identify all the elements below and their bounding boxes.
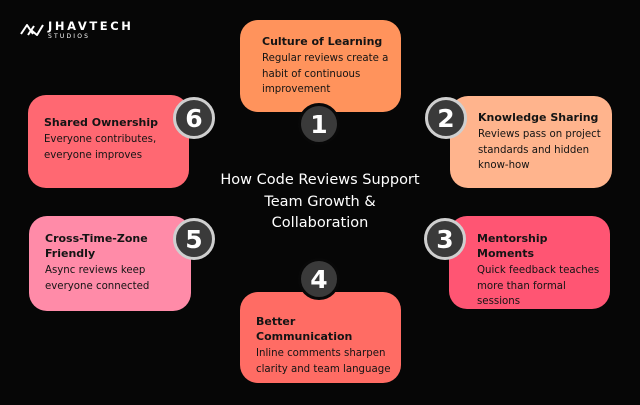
card-description: Inline comments sharpen clarity and team… — [256, 348, 391, 375]
number-badge-6: 6 — [173, 97, 215, 139]
number-badge-1: 1 — [298, 103, 340, 145]
center-title: How Code Reviews Support Team Growth & C… — [220, 172, 420, 231]
brand-logo: JHAVTECH STUDIOS — [20, 19, 134, 40]
number-badge-2: 2 — [425, 97, 467, 139]
card-shared-ownership: Shared Ownership Everyone contributes, e… — [28, 95, 189, 188]
card-title: Knowledge Sharing — [478, 111, 599, 124]
number-badge-4: 4 — [298, 258, 340, 300]
number-badge-5: 5 — [173, 218, 215, 260]
card-description: Reviews pass on project standards and hi… — [478, 129, 601, 171]
card-title: Better Communication — [256, 315, 353, 343]
card-description: Quick feedback teaches more than formal … — [477, 265, 600, 307]
number-badge-3: 3 — [424, 218, 466, 260]
card-title: Shared Ownership — [44, 116, 159, 129]
card-better-communication: Better Communication Inline comments sha… — [240, 292, 401, 383]
card-title: Culture of Learning — [262, 35, 383, 48]
jhavtech-logo-icon — [20, 24, 44, 37]
card-title: Mentorship Moments — [477, 232, 548, 260]
brand-subtitle: STUDIOS — [48, 32, 91, 40]
card-description: Regular reviews create a habit of contin… — [262, 53, 389, 95]
card-description: Async reviews keep everyone connected — [45, 265, 150, 292]
card-knowledge-sharing: Knowledge Sharing Reviews pass on projec… — [450, 96, 612, 188]
brand-name: JHAVTECH — [48, 19, 134, 33]
card-cross-time-zone-friendly: Cross-Time-Zone Friendly Async reviews k… — [29, 216, 191, 311]
card-description: Everyone contributes, everyone improves — [44, 134, 157, 161]
card-mentorship-moments: Mentorship Moments Quick feedback teache… — [449, 216, 610, 309]
card-culture-of-learning: Culture of Learning Regular reviews crea… — [240, 20, 401, 112]
card-title: Cross-Time-Zone Friendly — [45, 232, 148, 260]
